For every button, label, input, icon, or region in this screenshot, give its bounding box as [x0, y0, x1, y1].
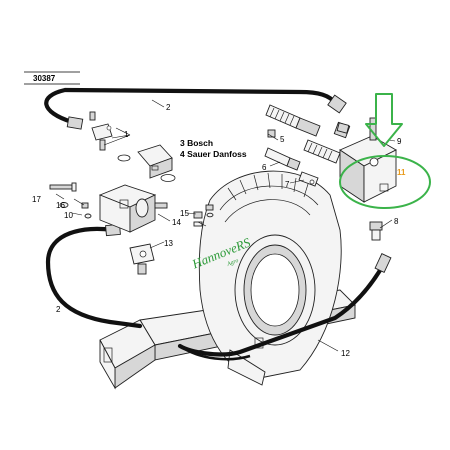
callout-12: 12	[341, 349, 350, 358]
washer-16	[59, 202, 69, 208]
callout-8: 8	[394, 217, 399, 226]
callout-10: 10	[64, 211, 73, 220]
drawing-number-text: 30387	[33, 74, 56, 83]
callout-13: 13	[164, 239, 173, 248]
variant-note-sauer-danfoss: 4 Sauer Danfoss	[180, 149, 247, 159]
fitting-1	[89, 111, 113, 151]
callout-1: 1	[124, 130, 129, 139]
fitting-6	[264, 147, 301, 171]
leader-lines	[55, 99, 396, 352]
watermark-subtext: Agro	[225, 258, 239, 268]
pump-flange	[137, 144, 173, 179]
callout-6: 6	[262, 163, 267, 172]
variant-note-bosch: 3 Bosch	[180, 138, 213, 148]
fitting-7	[298, 171, 319, 187]
bolt-17	[49, 182, 77, 192]
callout-2-lower: 2	[56, 305, 61, 314]
hose-fittings	[66, 94, 392, 273]
fitting-15	[205, 204, 214, 218]
elbow-13	[129, 243, 155, 275]
part-11-highlight	[339, 93, 431, 209]
callout-17: 17	[32, 195, 41, 204]
variant-notes: 3 Bosch 4 Sauer Danfoss	[180, 138, 247, 159]
callout-5: 5	[280, 135, 285, 144]
callout-2-upper-text: 2	[166, 103, 171, 112]
nut-10	[81, 202, 92, 219]
o-ring-flange	[160, 174, 176, 182]
callout-7: 7	[285, 180, 290, 189]
callout-11: 11	[397, 168, 406, 177]
o-ring-upper	[117, 154, 131, 162]
callout-labels: 1 2 2 5 6 7 8 9 10 11 12 13 14 15 16 17	[32, 103, 406, 358]
callout-16: 16	[56, 201, 65, 210]
fitting-8	[336, 122, 383, 241]
hydraulic-hoses	[44, 87, 388, 361]
part-5	[267, 129, 276, 138]
callout-15: 15	[180, 209, 189, 218]
hydraulic-pump	[98, 184, 168, 233]
callout-14: 14	[172, 218, 181, 227]
drawing-number: 30387	[24, 71, 80, 85]
callout-9: 9	[397, 137, 402, 146]
